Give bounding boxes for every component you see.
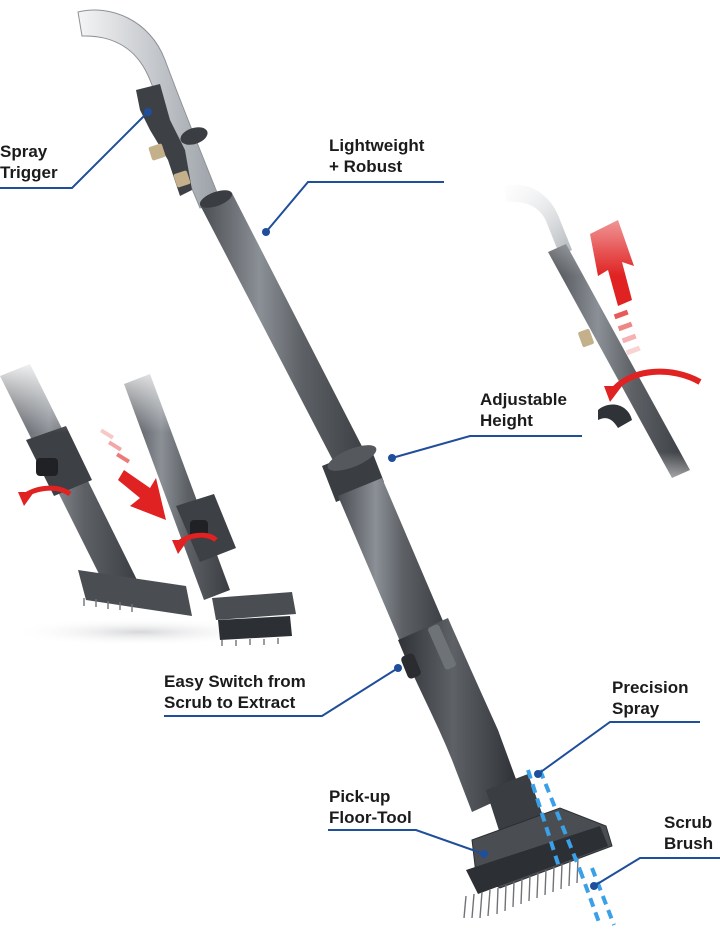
switch-inset xyxy=(0,360,296,650)
leader-scrub xyxy=(593,857,720,887)
leader-adjustable xyxy=(391,435,582,459)
leader-pickup xyxy=(328,829,485,855)
motor-body xyxy=(398,618,520,812)
callout-lightweight-line1: Lightweight xyxy=(329,136,425,155)
callout-spray-trigger-line1: Spray xyxy=(0,142,48,161)
callout-pickup-line1: Pick-up xyxy=(329,787,391,806)
callout-spray-trigger-line2: Trigger xyxy=(0,163,58,182)
scrub-brush-bristles xyxy=(463,857,579,919)
height-inset xyxy=(500,180,720,500)
lower-tube xyxy=(338,478,446,646)
callout-precision-line1: Precision xyxy=(612,678,689,697)
callout-adjustable-line1: Adjustable xyxy=(480,390,567,409)
leader-easy-switch xyxy=(164,667,399,717)
callout-easy-switch-line1: Easy Switch from xyxy=(164,672,306,691)
callout-scrub-line2: Brush xyxy=(664,834,714,853)
callout-pickup-line2: Floor-Tool xyxy=(329,808,412,827)
leader-lines xyxy=(0,111,720,887)
spray-jets xyxy=(526,769,616,926)
trigger-valve-lower xyxy=(173,170,191,188)
leader-precision xyxy=(537,721,700,775)
trigger-valve xyxy=(148,143,166,161)
callout-adjustable-line2: Height xyxy=(480,411,533,430)
callout-adjustable-height: Adjustable Height xyxy=(480,389,567,431)
callout-precision-line2: Spray xyxy=(612,699,660,718)
upper-tube xyxy=(200,193,370,474)
main-tool xyxy=(77,9,616,926)
callout-scrub-line1: Scrub xyxy=(664,813,713,832)
leader-dots xyxy=(144,108,598,890)
leader-lightweight xyxy=(265,181,444,233)
callout-lightweight: Lightweight + Robust xyxy=(329,135,424,177)
mode-switch xyxy=(401,653,421,679)
callout-easy-switch: Easy Switch from Scrub to Extract xyxy=(164,671,306,713)
leader-spray-trigger xyxy=(0,111,149,189)
callout-precision-spray: Precision Spray xyxy=(612,677,689,719)
handle-collar xyxy=(180,127,208,145)
callout-pickup-floor-tool: Pick-up Floor-Tool xyxy=(329,786,412,828)
callout-spray-trigger: Spray Trigger xyxy=(0,141,58,183)
callout-lightweight-line2: + Robust xyxy=(329,157,403,176)
callout-scrub-brush: Scrub Brush xyxy=(664,812,713,854)
callout-easy-switch-line2: Scrub to Extract xyxy=(164,693,296,712)
